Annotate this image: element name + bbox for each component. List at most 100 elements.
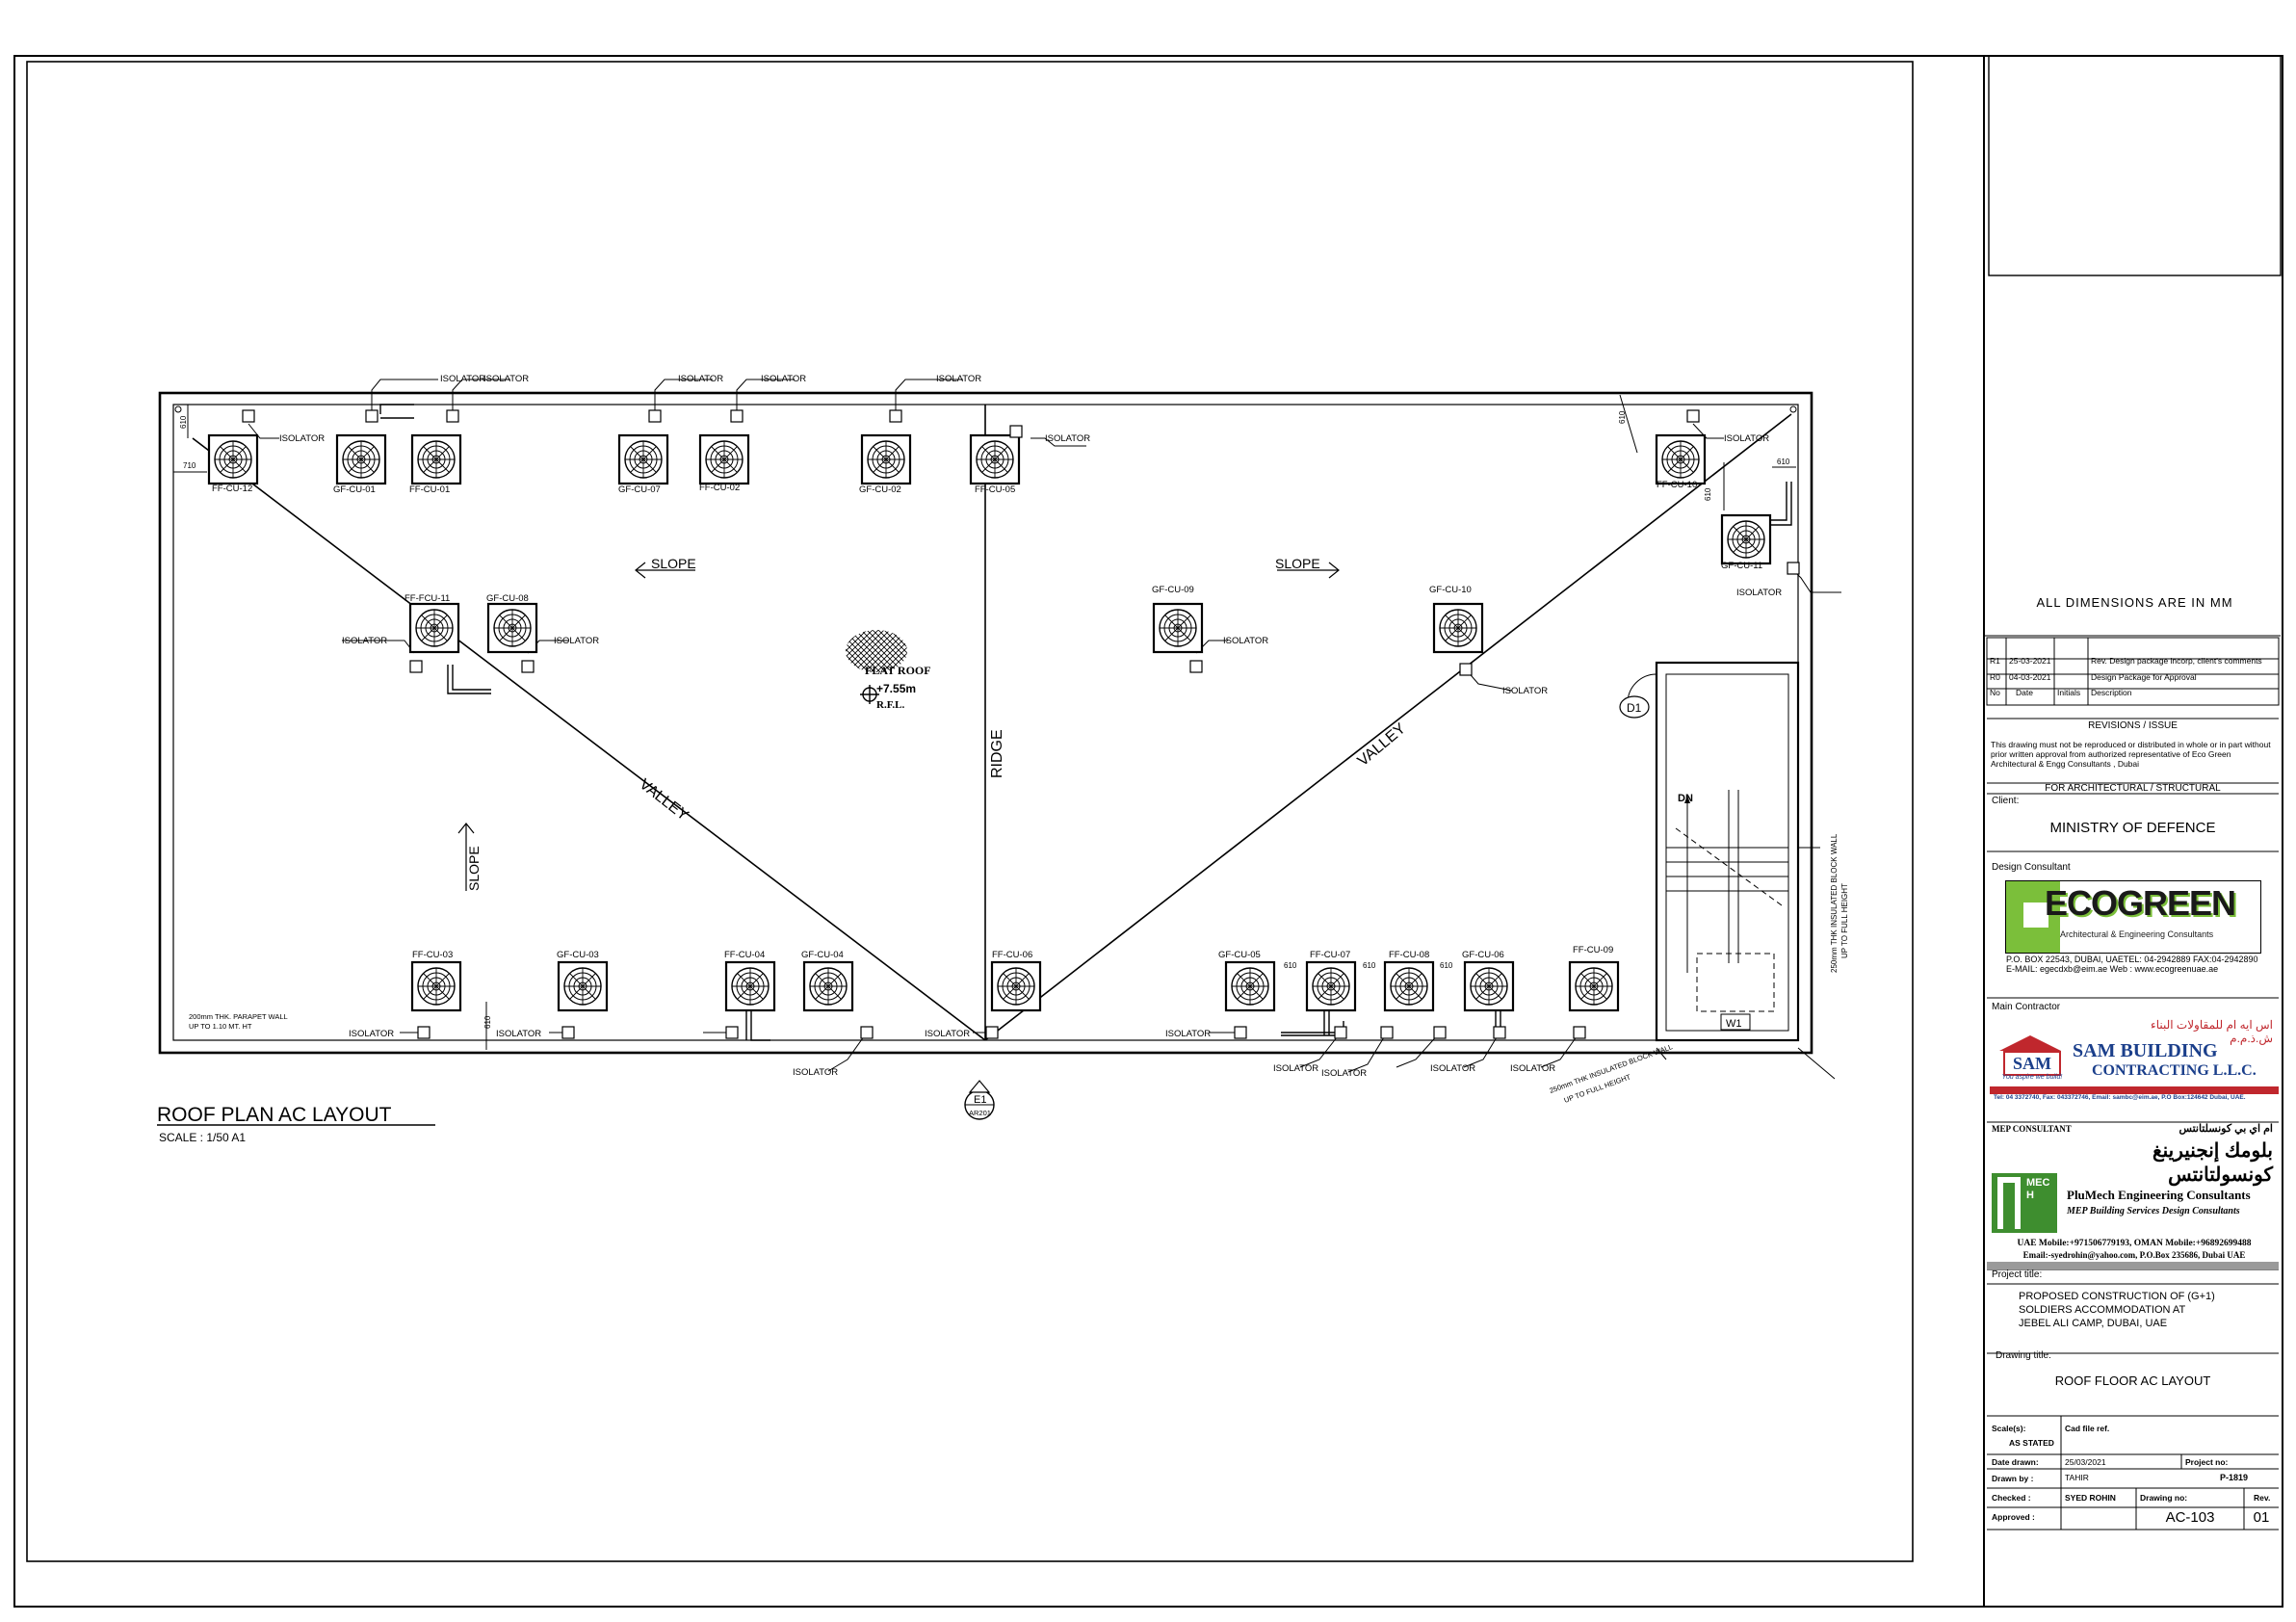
- rev-no: R0: [1990, 672, 2000, 682]
- plumech-contact-2: Email:-syedrohin@yahoo.com, P.O.Box 2356…: [2022, 1250, 2246, 1260]
- unit-label: FF-FCU-11: [404, 593, 450, 604]
- isolator-label: ISOLATOR: [349, 1029, 394, 1039]
- condensing-unit: [802, 960, 854, 1012]
- ecogreen-logo: ECOGREEN: [2045, 883, 2236, 923]
- unit-label: GF-CU-03: [557, 950, 599, 960]
- drawn-by-value: TAHIR: [2065, 1473, 2089, 1482]
- isolator-label: ISOLATOR: [761, 374, 806, 384]
- condensing-unit: [1305, 960, 1357, 1012]
- dimension-text: 610: [1440, 961, 1453, 970]
- rev-description: Design Package for Approval: [2091, 672, 2197, 682]
- isolator-label: ISOLATOR: [1165, 1029, 1211, 1039]
- isolator-label: ISOLATOR: [279, 433, 325, 444]
- drawing-no-value: AC-103: [2165, 1509, 2215, 1526]
- unit-label: GF-CU-08: [486, 593, 529, 604]
- roof-level: +7.55m: [876, 682, 916, 695]
- isolator-label: ISOLATOR: [440, 374, 485, 384]
- unit-label: FF-CU-12: [212, 484, 252, 494]
- main-contractor-label: Main Contractor: [1992, 1002, 2061, 1012]
- project-no-label: Project no:: [2185, 1457, 2229, 1467]
- condensing-unit: [410, 960, 462, 1012]
- isolators: [242, 409, 1800, 1039]
- client-name: MINISTRY OF DEFENCE: [2049, 820, 2216, 836]
- condensing-unit: [557, 960, 609, 1012]
- sam-name-line2: CONTRACTING L.L.C.: [2092, 1062, 2257, 1079]
- drawing-frame: [26, 61, 1914, 1562]
- dimension-text: 610: [1363, 961, 1376, 970]
- rev-date: 04-03-2021: [2009, 672, 2051, 682]
- checked-value: SYED ROHIN: [2065, 1493, 2116, 1503]
- isolator-label: ISOLATOR: [936, 374, 981, 384]
- plumech-name: PluMech Engineering Consultants: [2067, 1188, 2251, 1202]
- rev-header-initials: Initials: [2057, 688, 2081, 697]
- sam-contact: Tel: 04 3372740, Fax: 043372746, Email: …: [1994, 1094, 2246, 1101]
- project-no-value: P-1819: [2220, 1473, 2249, 1482]
- condensing-unit: [207, 433, 259, 485]
- condensing-unit: [408, 602, 460, 654]
- flat-roof-hatch: [846, 630, 907, 672]
- project-title-line2: SOLDIERS ACCOMMODATION AT: [2019, 1304, 2186, 1316]
- isolator-label: ISOLATOR: [483, 374, 529, 384]
- isolator-label: ISOLATOR: [1510, 1063, 1555, 1074]
- slope-label: SLOPE: [651, 556, 696, 571]
- valley-line-right: [984, 413, 1792, 1041]
- copyright-note: This drawing must not be reproduced or d…: [1991, 740, 2271, 769]
- slope-label: SLOPE: [1275, 556, 1320, 571]
- sam-name-line1: SAM BUILDING: [2073, 1040, 2218, 1061]
- condensing-unit: [1432, 602, 1484, 654]
- cad-file-label: Cad file ref.: [2065, 1424, 2110, 1433]
- stair-direction: DN: [1678, 793, 1693, 804]
- unit-label: FF-CU-06: [992, 950, 1032, 960]
- roof-plan: [158, 379, 1841, 1120]
- unit-label: FF-CU-07: [1310, 950, 1350, 960]
- condensing-unit: [486, 602, 538, 654]
- roof-outline: [158, 391, 1813, 1055]
- isolator-label: ISOLATOR: [1045, 433, 1090, 444]
- unit-label: FF-CU-05: [975, 484, 1015, 495]
- condensing-unit: [1568, 960, 1620, 1012]
- isolator-label: ISOLATOR: [1736, 588, 1782, 598]
- unit-label: GF-CU-04: [801, 950, 844, 960]
- isolator-label: ISOLATOR: [1321, 1068, 1367, 1079]
- ecogreen-contact: E-MAIL: egecdxb@eim.ae Web : www.ecogree…: [2006, 964, 2219, 974]
- unit-label: FF-CU-01: [409, 484, 450, 495]
- unit-label: FF-CU-04: [724, 950, 765, 960]
- condensing-unit: [1720, 513, 1772, 565]
- drawing-title-value: ROOF FLOOR AC LAYOUT: [2054, 1373, 2211, 1388]
- valley-label: VALLEY: [1355, 720, 1410, 770]
- dimension-text: 610: [179, 415, 188, 429]
- drawing-title: ROOF PLAN AC LAYOUT: [157, 1104, 392, 1126]
- condensing-units: [207, 433, 1772, 1012]
- condensing-unit: [1655, 433, 1707, 485]
- parapet-note: 200mm THK. PARAPET WALL: [189, 1012, 288, 1021]
- mep-arabic-2: بلومك إنجنيرينغ كونسولتانتس: [2152, 1140, 2273, 1186]
- sam-arabic-name: اس ايه ام للمقاولات البناء ش.ذ.م.م: [2151, 1018, 2273, 1045]
- isolator-label: ISOLATOR: [554, 636, 599, 646]
- title-block-grid: [1984, 635, 2281, 1530]
- condensing-unit: [1383, 960, 1435, 1012]
- section-marker-id: E1: [974, 1094, 986, 1106]
- scale-value: AS STATED: [2009, 1438, 2054, 1448]
- date-drawn-label: Date drawn:: [1992, 1457, 2039, 1467]
- scale-label: Scale(s):: [1992, 1424, 2026, 1433]
- project-title-line1: PROPOSED CONSTRUCTION OF (G+1): [2019, 1291, 2215, 1302]
- condensing-unit: [990, 960, 1042, 1012]
- condensing-unit: [410, 433, 462, 485]
- unit-label: FF-CU-09: [1573, 945, 1613, 955]
- flat-roof-label: FLAT ROOF: [865, 664, 931, 677]
- isolator-label: ISOLATOR: [1430, 1063, 1475, 1074]
- date-drawn-value: 25/03/2021: [2065, 1457, 2106, 1467]
- rev-no: R1: [1990, 656, 2000, 666]
- rev-header-description: Description: [2091, 688, 2132, 697]
- unit-label: FF-CU-08: [1389, 950, 1429, 960]
- plumech-contact-1: UAE Mobile:+971506779193, OMAN Mobile:+9…: [2017, 1239, 2252, 1248]
- dimension-text: 710: [183, 461, 196, 470]
- drawing-no-label: Drawing no:: [2140, 1493, 2188, 1503]
- rev-description: Rev. Design package incorp, client's com…: [2091, 656, 2262, 666]
- condensing-unit: [724, 960, 776, 1012]
- rev-value: 01: [2253, 1509, 2270, 1526]
- isolator-label: ISOLATOR: [342, 636, 387, 646]
- unit-label: GF-CU-02: [859, 484, 901, 495]
- isolator-label: ISOLATOR: [1223, 636, 1268, 646]
- ecogreen-subtitle: Architectural & Engineering Consultants: [2060, 929, 2214, 939]
